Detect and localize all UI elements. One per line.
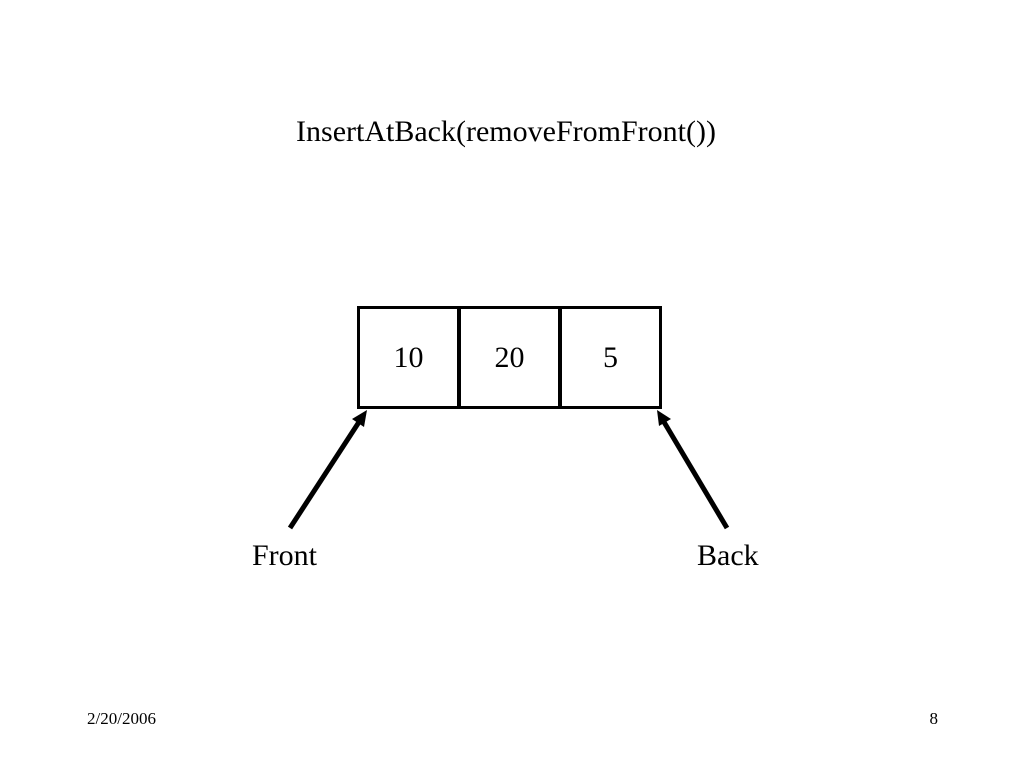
queue-diagram: 10 20 5 (357, 306, 662, 409)
page-number: 8 (929, 709, 939, 728)
front-arrow (287, 410, 367, 530)
queue-cell: 5 (559, 306, 662, 409)
back-label: Back (697, 539, 759, 572)
front-label: Front (252, 539, 318, 572)
slide-title: InsertAtBack(removeFromFront()) (296, 115, 716, 148)
back-arrow (657, 410, 730, 530)
footer-date: 2/20/2006 (87, 709, 156, 728)
